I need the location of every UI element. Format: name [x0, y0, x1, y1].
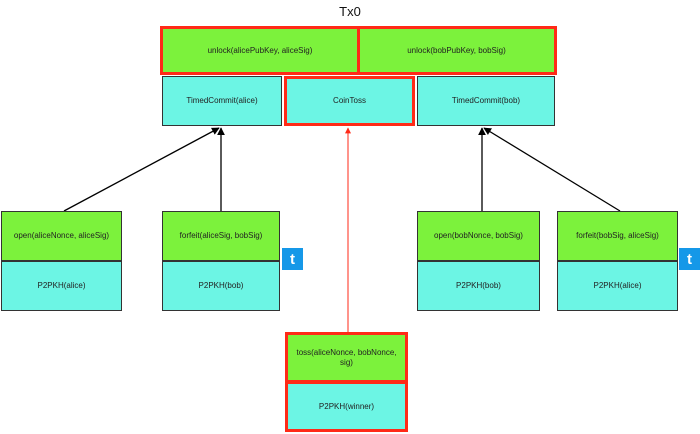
alice-forfeit-output-label: P2PKH(bob): [198, 281, 244, 290]
bob-forfeit-output-box: P2PKH(alice): [557, 261, 678, 311]
unlock-alice-box: unlock(alicePubKey, aliceSig): [162, 28, 358, 73]
bob-forfeit-timelock-label: t: [687, 250, 692, 268]
alice-forfeit-witness-label: forfeit(aliceSig, bobSig): [179, 231, 263, 240]
alice-forfeit-timelock-badge: t: [282, 248, 303, 270]
alice-open-witness-box: open(aliceNonce, aliceSig): [1, 211, 122, 261]
timed-commit-alice-box: TimedCommit(alice): [162, 76, 282, 126]
bob-forfeit-timelock-badge: t: [679, 248, 700, 270]
timed-commit-alice-label: TimedCommit(alice): [186, 96, 258, 105]
bob-open-witness-box: open(bobNonce, bobSig): [417, 211, 540, 261]
unlock-alice-label: unlock(alicePubKey, aliceSig): [207, 45, 313, 55]
toss-output-label: P2PKH(winner): [318, 401, 375, 411]
coin-toss-box: CoinToss: [284, 76, 415, 126]
timed-commit-bob-box: TimedCommit(bob): [417, 76, 555, 126]
toss-output-box: P2PKH(winner): [285, 381, 408, 432]
alice-forfeit-timelock-label: t: [290, 250, 295, 268]
toss-witness-label: toss(aliceNonce, bobNonce, sig): [296, 347, 397, 367]
alice-forfeit-output-box: P2PKH(bob): [162, 261, 280, 311]
unlock-bob-label: unlock(bobPubKey, bobSig): [407, 45, 506, 55]
tx0-title: Tx0: [339, 4, 361, 19]
bob-forfeit-output-label: P2PKH(alice): [593, 281, 642, 290]
bob-open-witness-label: open(bobNonce, bobSig): [434, 231, 523, 240]
alice-open-witness-label: open(aliceNonce, aliceSig): [13, 231, 110, 240]
alice-open-output-label: P2PKH(alice): [37, 281, 86, 290]
alice-open-output-box: P2PKH(alice): [1, 261, 122, 311]
timed-commit-bob-label: TimedCommit(bob): [451, 96, 521, 105]
bob-open-output-box: P2PKH(bob): [417, 261, 540, 311]
edge-bob-forfeit-to-timed-commit-bob: [483, 127, 621, 212]
bob-forfeit-witness-box: forfeit(bobSig, aliceSig): [557, 211, 678, 261]
alice-forfeit-witness-box: forfeit(aliceSig, bobSig): [162, 211, 280, 261]
bob-open-output-label: P2PKH(bob): [456, 281, 501, 290]
coin-toss-label: CoinToss: [333, 96, 366, 105]
unlock-bob-highlight: [357, 26, 557, 75]
unlock-alice-highlight: [160, 26, 360, 75]
toss-witness-box: toss(aliceNonce, bobNonce, sig): [285, 332, 408, 383]
bob-forfeit-witness-label: forfeit(bobSig, aliceSig): [576, 231, 659, 240]
edge-alice-open-to-timed-commit-alice: [63, 127, 220, 212]
